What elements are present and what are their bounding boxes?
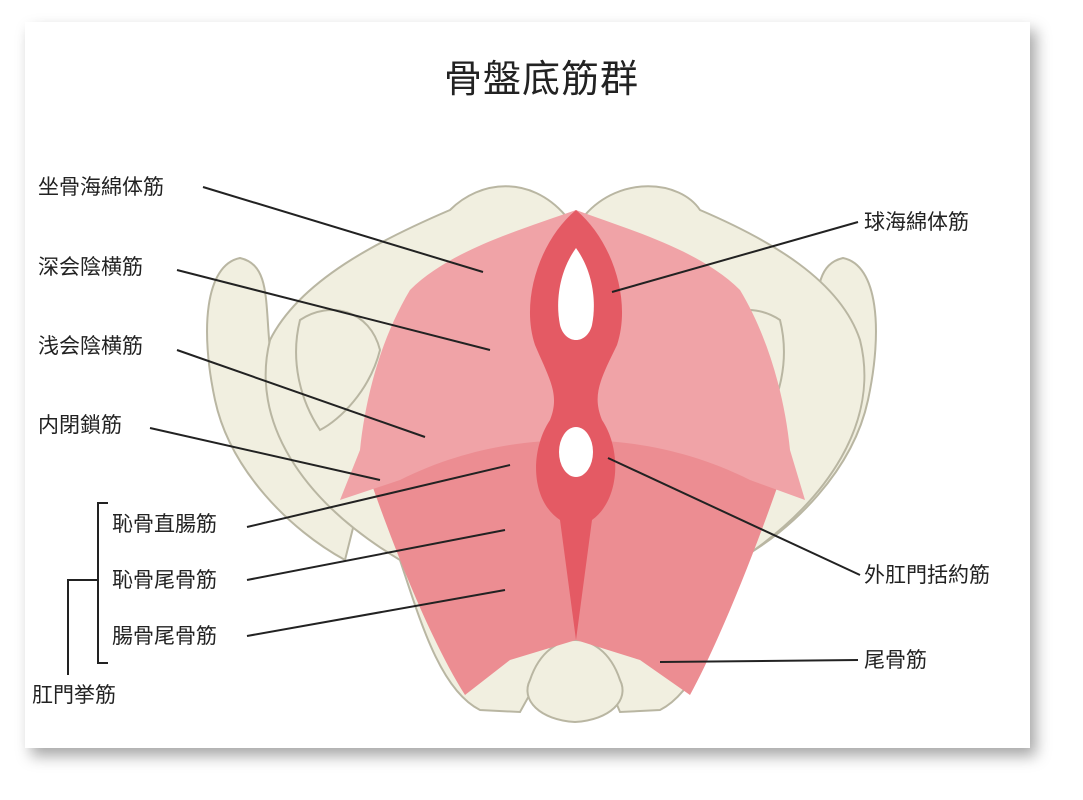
- label-coccygeus: 尾骨筋: [864, 648, 927, 672]
- leader-lines: [67, 186, 861, 675]
- anal-opening: [559, 427, 593, 477]
- muscles: [340, 210, 805, 695]
- label-iliococcygeus: 腸骨尾骨筋: [112, 624, 217, 648]
- bulbospongiosus-muscle: [529, 210, 623, 640]
- urethral-opening: [558, 248, 594, 340]
- label-deep-transverse-perineal: 深会陰横筋: [38, 255, 143, 279]
- diagram-title: 骨盤底筋群: [443, 57, 639, 101]
- label-superficial-transverse-perineal: 浅会陰横筋: [38, 334, 143, 358]
- label-external-anal-sphincter: 外肛門括約筋: [864, 563, 990, 587]
- label-levator-ani: 肛門挙筋: [32, 683, 116, 707]
- label-bulbospongiosus: 球海綿体筋: [864, 210, 969, 234]
- label-puborectalis: 恥骨直腸筋: [112, 512, 217, 536]
- label-pubococcygeus: 恥骨尾骨筋: [112, 568, 217, 592]
- label-obturator-internus: 内閉鎖筋: [38, 413, 122, 437]
- levator-ani-bracket: [97, 502, 108, 664]
- label-ischiocavernosus: 坐骨海綿体筋: [38, 175, 164, 199]
